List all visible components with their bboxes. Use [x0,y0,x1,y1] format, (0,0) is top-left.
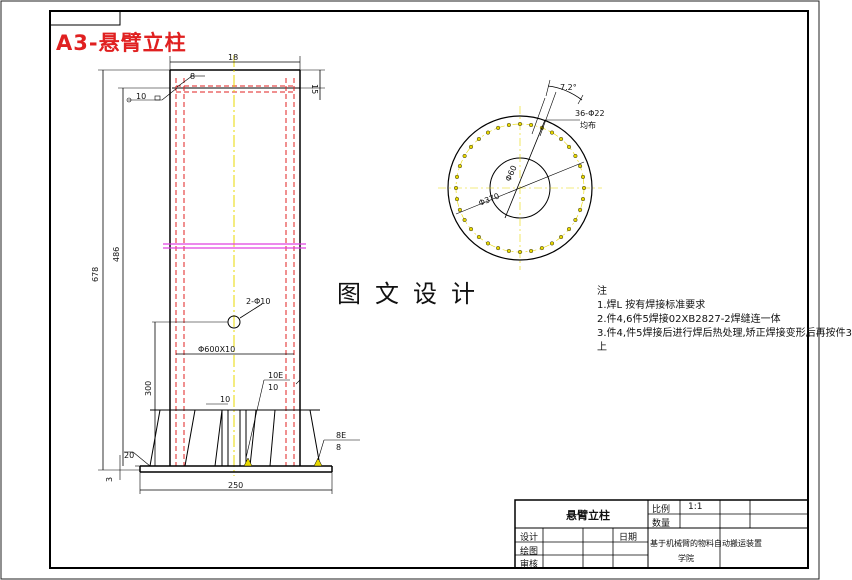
bolt-hole [506,248,511,253]
bolt-hole [582,185,587,190]
title-block-lines [514,499,809,569]
bolt-hole [559,136,564,141]
dim-weld-label: 10 [136,92,146,101]
dim-top-width: 18 [228,53,238,62]
dim-rib-weld: 10E [268,371,283,380]
tb-part-name: 悬臂立柱 [566,509,610,522]
tb-scale-label: 比例 [652,505,671,515]
bolt-hole [454,185,459,190]
corner-box [49,10,121,26]
bolt-hole [578,207,583,212]
dim-base-width: 250 [228,481,243,490]
bolt-hole [529,122,534,127]
dim-weld-top: 8 [190,72,195,81]
bolt-hole [496,246,501,251]
bolt-hole [518,121,523,126]
dim-lower-height: 300 [144,381,153,396]
tb-school: 学院 [678,554,694,563]
bolt-hole [457,164,462,169]
inner-frame [49,10,809,569]
bolt-hole [573,217,578,222]
bolt-hole [486,241,491,246]
bolt-hole [486,130,491,135]
tb-checker: 审核 [520,560,539,570]
watermark-text: 图文设计 [337,280,489,308]
bolt-hole [518,249,523,254]
tb-drafter: 绘图 [520,547,539,557]
tb-scale-value: 1:1 [688,502,703,512]
bolt-hole [529,248,534,253]
outer-border [0,0,820,580]
bolt-hole [462,217,467,222]
notes-line-4: 上 [597,342,607,353]
pc-angle: 7.2° [560,83,577,92]
bolt-hole [469,227,474,232]
pc-outer: Φ370 [477,191,500,207]
tb-qty-label: 数量 [652,519,671,529]
dim-flange-thk: 15 [310,84,319,94]
notes-line-2: 2.件4,6件5焊接02XB2827-2焊缝连一体 [597,314,781,325]
sheet-label: A3-悬臂立柱 [56,31,187,55]
bolt-hole [567,227,572,232]
tb-date-label: 日期 [619,533,638,543]
drawing-canvas: 18 15 8 10 678 486 300 20 3 2-Φ10 Φ600X1… [0,0,820,580]
dim-gusset-weld-b: 8 [336,443,341,452]
pc-inner: Φ60 [504,164,519,183]
dim-tube-height: 486 [112,247,121,262]
pc-hole-sub: 均布 [580,120,596,130]
bolt-hole [539,246,544,251]
tb-designer: 设计 [520,533,539,543]
technical-notes: 注 1.焊L 按有焊接标准要求 2.件4,6件5焊接02XB2827-2焊缝连一… [597,285,852,355]
bolt-hole [476,136,481,141]
bolt-hole [573,153,578,158]
notes-line-3: 3.件4,件5焊接后进行焊后热处理,矫正焊接变形后再按件3 [597,328,852,339]
dim-hole-note: 2-Φ10 [246,297,270,306]
top-view [438,79,602,270]
dim-rib: 10 [220,395,230,404]
bolt-hole [559,234,564,239]
dim-bottom-gap: 3 [105,477,114,482]
dim-gusset-weld: 8E [336,431,346,440]
bolt-hole [455,174,460,179]
dim-inner-dia: Φ600X10 [198,345,235,354]
bolt-hole-group [454,121,587,254]
bolt-hole [455,197,460,202]
bolt-hole [476,234,481,239]
bolt-hole [581,174,586,179]
dim-total-height: 678 [91,267,100,282]
bolt-hole [550,241,555,246]
bolt-hole [462,153,467,158]
bolt-hole [457,207,462,212]
tb-project: 基于机械臂的物料自动搬运装置 [650,539,762,548]
bolt-hole [567,144,572,149]
dim-base-thk: 20 [124,451,134,460]
bolt-hole [496,125,501,130]
pc-holes: 36-Φ22 [575,109,605,118]
bolt-hole [550,130,555,135]
bolt-hole [506,122,511,127]
front-view [98,55,360,494]
bolt-hole [578,164,583,169]
notes-heading: 注 [597,286,607,297]
dim-rib-weld-b: 10 [268,383,278,392]
notes-line-1: 1.焊L 按有焊接标准要求 [597,300,706,311]
bolt-hole [581,197,586,202]
bolt-hole [469,144,474,149]
